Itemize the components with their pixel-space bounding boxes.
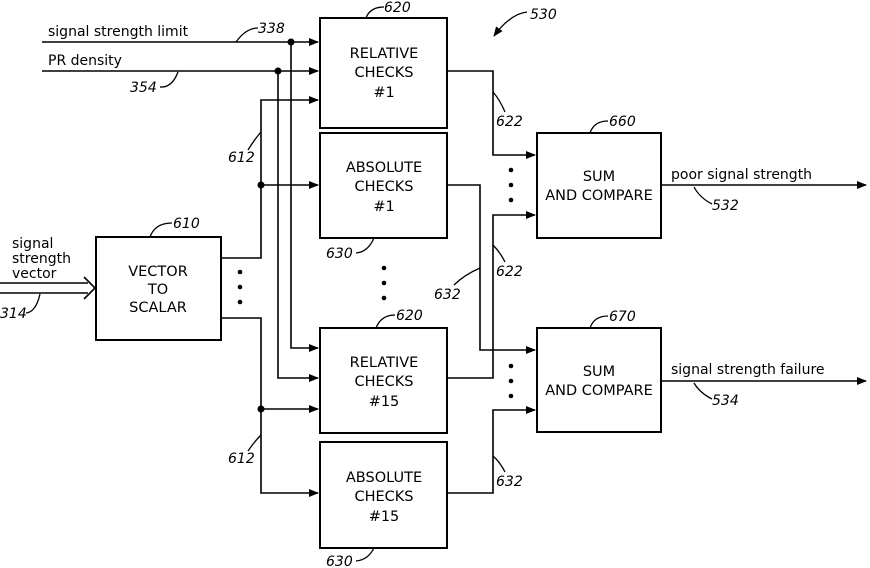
ref-622-upper-leader bbox=[493, 92, 505, 112]
rel1-line1: RELATIVE bbox=[350, 46, 419, 62]
junction-dot bbox=[258, 182, 265, 189]
ref-612-upper-leader bbox=[248, 132, 261, 150]
ref-338-leader bbox=[236, 28, 258, 42]
sum-compare-2-block bbox=[537, 328, 661, 432]
ref-610: 610 bbox=[173, 216, 200, 232]
ref-670-leader bbox=[590, 316, 608, 328]
ref-620-lower-leader bbox=[376, 315, 395, 328]
vts-to-rel1-line bbox=[221, 100, 318, 258]
ref-534-leader bbox=[694, 383, 712, 399]
abs15-line1: ABSOLUTE bbox=[346, 470, 422, 486]
rel15-line1: RELATIVE bbox=[350, 355, 419, 371]
ref-612-lower-leader bbox=[248, 435, 261, 451]
ref-532: 532 bbox=[712, 198, 739, 214]
vts-line3: SCALAR bbox=[129, 300, 187, 316]
sum2-ellipsis bbox=[509, 364, 514, 399]
ref-630-lower-leader bbox=[356, 548, 374, 561]
sum1-ellipsis bbox=[509, 168, 514, 203]
ref-610-leader bbox=[150, 223, 172, 237]
ref-632-lower: 632 bbox=[496, 474, 523, 490]
junction-dot bbox=[275, 68, 282, 75]
abs1-line1: ABSOLUTE bbox=[346, 160, 422, 176]
sum1-line2: AND COMPARE bbox=[545, 188, 653, 204]
ref-630-upper: 630 bbox=[326, 246, 353, 262]
rel1-line3: #1 bbox=[373, 85, 394, 101]
vector-label-2: strength bbox=[12, 251, 71, 267]
abs15-line3: #15 bbox=[369, 509, 400, 525]
rel15-line3: #15 bbox=[369, 394, 400, 410]
vts-line2: TO bbox=[147, 282, 168, 298]
vector-input-arrowhead bbox=[84, 277, 95, 299]
ref-530-arrow bbox=[494, 12, 527, 36]
vector-label-3: vector bbox=[12, 266, 57, 282]
signal-strength-limit-label: signal strength limit bbox=[48, 24, 189, 40]
sum2-line2: AND COMPARE bbox=[545, 383, 653, 399]
vts-line1: VECTOR bbox=[128, 264, 188, 280]
failure-label: signal strength failure bbox=[671, 362, 825, 378]
ref-530: 530 bbox=[530, 7, 557, 23]
limit-bus-to-rel15 bbox=[291, 42, 318, 348]
ref-338: 338 bbox=[258, 21, 285, 37]
ref-670: 670 bbox=[609, 309, 636, 325]
ref-632-upper: 632 bbox=[434, 287, 461, 303]
ref-622-lower: 622 bbox=[496, 264, 523, 280]
ref-630-upper-leader bbox=[356, 238, 374, 253]
ref-532-leader bbox=[694, 187, 712, 204]
ref-620-top-leader bbox=[366, 7, 384, 18]
abs15-line2: CHECKS bbox=[354, 489, 413, 505]
sum-compare-1-block bbox=[537, 133, 661, 238]
ref-622-upper: 622 bbox=[496, 114, 523, 130]
abs1-line3: #1 bbox=[373, 199, 394, 215]
blocks-ellipsis bbox=[382, 266, 387, 301]
ref-314-leader bbox=[26, 294, 40, 313]
ref-612-lower: 612 bbox=[228, 451, 255, 467]
ref-354: 354 bbox=[130, 80, 157, 96]
vts-ellipsis bbox=[238, 270, 243, 305]
ref-612-upper: 612 bbox=[228, 150, 255, 166]
abs1-line2: CHECKS bbox=[354, 179, 413, 195]
density-bus-to-rel15 bbox=[278, 71, 318, 378]
ref-660-leader bbox=[590, 121, 608, 133]
ref-534: 534 bbox=[712, 393, 739, 409]
rel1-to-sum1-line bbox=[447, 71, 535, 155]
junction-dot bbox=[258, 406, 265, 413]
ref-620-lower: 620 bbox=[396, 308, 423, 324]
ref-622-lower-leader bbox=[493, 245, 505, 262]
sum2-line1: SUM bbox=[583, 364, 615, 380]
ref-660: 660 bbox=[609, 114, 636, 130]
rel15-line2: CHECKS bbox=[354, 374, 413, 390]
ref-620-top: 620 bbox=[384, 0, 411, 16]
ref-354-leader bbox=[160, 72, 178, 87]
ref-630-lower: 630 bbox=[326, 554, 353, 568]
junction-dot bbox=[288, 39, 295, 46]
vector-label-1: signal bbox=[12, 236, 53, 252]
ref-314: 314 bbox=[0, 306, 27, 322]
rel1-line2: CHECKS bbox=[354, 65, 413, 81]
pr-density-label: PR density bbox=[48, 53, 122, 69]
poor-signal-label: poor signal strength bbox=[671, 167, 812, 183]
ref-632-lower-leader bbox=[493, 456, 505, 472]
ref-632-upper-leader bbox=[454, 268, 480, 285]
sum1-line1: SUM bbox=[583, 169, 615, 185]
